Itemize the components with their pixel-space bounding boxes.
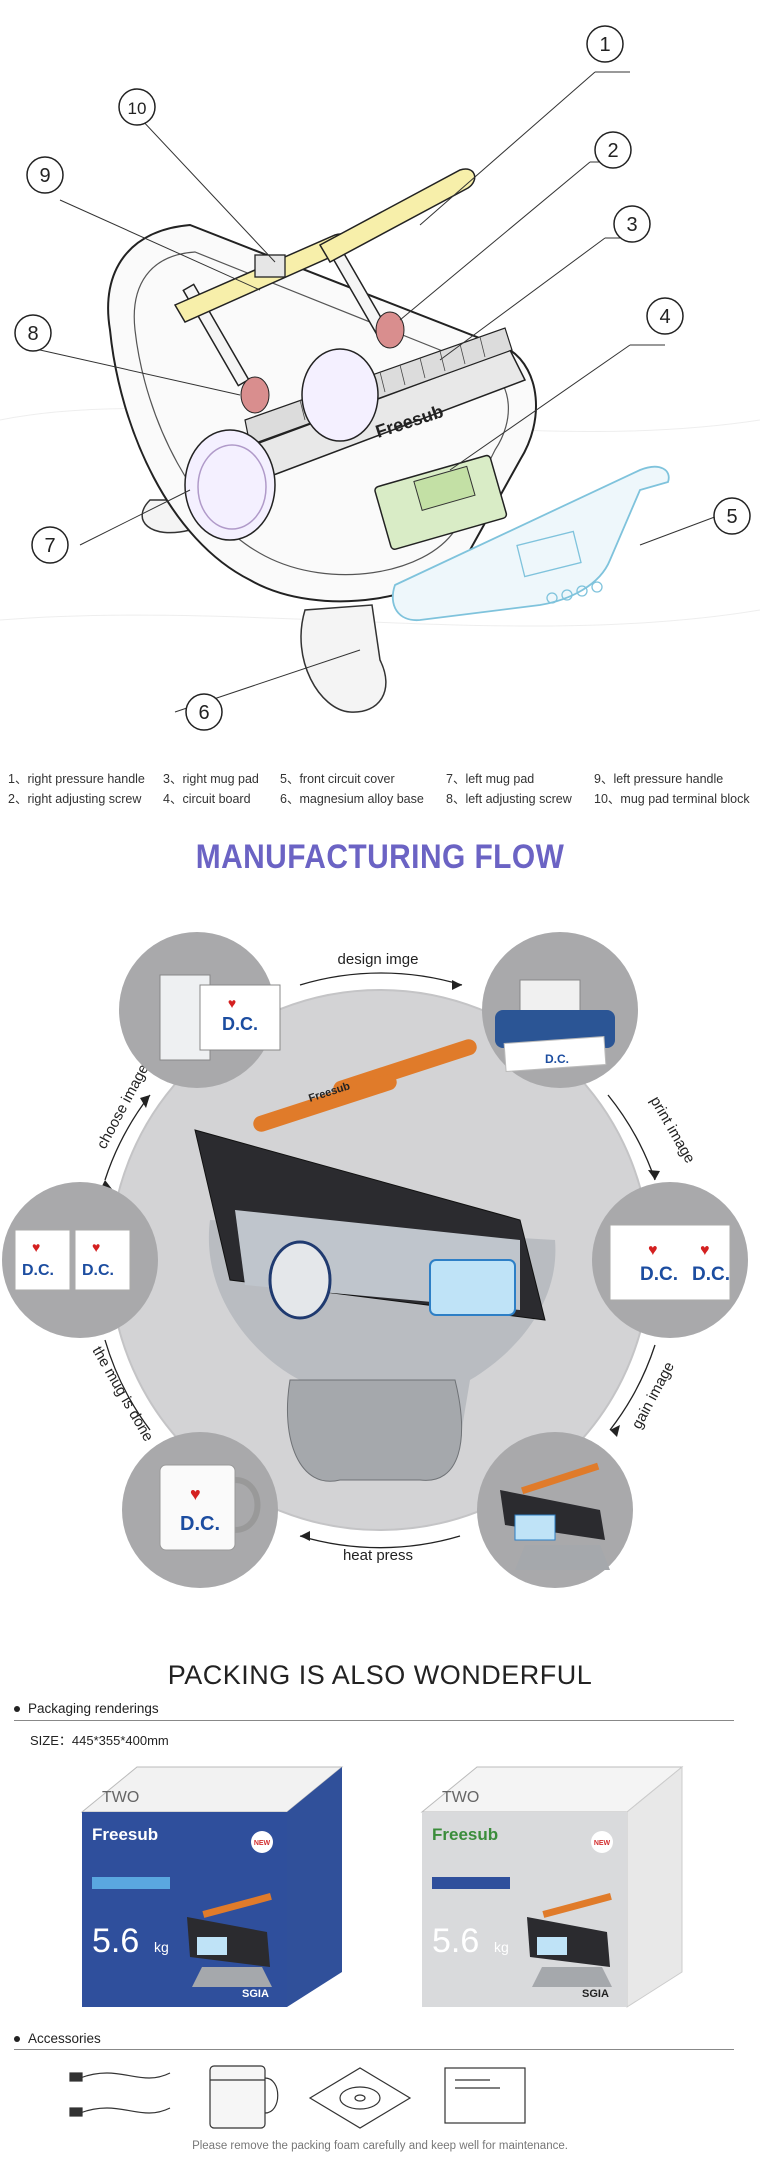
part-label-5: 5、front circuit cover bbox=[280, 772, 395, 786]
callout-circle-3 bbox=[613, 205, 651, 243]
silver-box-brand: Freesub bbox=[432, 1825, 498, 1844]
right-pressure-handle bbox=[318, 168, 476, 264]
svg-text:NEW: NEW bbox=[594, 1840, 611, 1847]
right-adjusting-screw bbox=[375, 311, 405, 349]
callout-2: 2 bbox=[607, 140, 618, 162]
bullet-dot bbox=[14, 1706, 20, 1713]
callout-6: 6 bbox=[198, 702, 209, 724]
parts-legend: 1、right pressure handle 3、right mug pad … bbox=[8, 768, 752, 808]
manual-icon bbox=[444, 2067, 526, 2124]
front-circuit-cover bbox=[391, 465, 670, 621]
svg-text:D.C.: D.C. bbox=[22, 1262, 54, 1279]
computer-icon: D.C. ♥ bbox=[159, 974, 281, 1061]
callout-5: 5 bbox=[726, 506, 737, 528]
step-label-gain: gain image bbox=[629, 1359, 678, 1432]
box-size-label: SIZE：445*355*400mm bbox=[30, 1733, 169, 1748]
artwork-sheets-icon: D.C. D.C. ♥ ♥ bbox=[14, 1229, 131, 1291]
silver-box-weight: 5.6 bbox=[432, 1922, 479, 1960]
mini-machine-icon bbox=[500, 1462, 610, 1570]
machine-line-drawing: Freesub bbox=[0, 25, 760, 731]
svg-text:D.C.: D.C. bbox=[222, 1014, 258, 1034]
callout-4: 4 bbox=[659, 306, 670, 328]
box-weight: 5.6 bbox=[92, 1922, 139, 1960]
callout-10: 10 bbox=[128, 99, 147, 118]
callout-circle-6 bbox=[185, 693, 223, 731]
power-cable-icon bbox=[69, 2072, 171, 2117]
step-label-print: print image bbox=[647, 1094, 699, 1167]
printed-sheets-icon: D.C. D.C. ♥ ♥ bbox=[609, 1224, 731, 1301]
step-label-heat: heat press bbox=[343, 1547, 413, 1564]
svg-text:D.C.: D.C. bbox=[545, 1052, 569, 1066]
exploded-diagram: Freesub bbox=[0, 0, 760, 820]
svg-text:♥: ♥ bbox=[32, 1239, 40, 1255]
callout-circle-7 bbox=[31, 526, 69, 564]
box-brand: Freesub bbox=[92, 1825, 158, 1844]
callout-circle-9 bbox=[26, 156, 64, 194]
svg-text:♥: ♥ bbox=[92, 1239, 100, 1255]
cd-icon bbox=[308, 2067, 412, 2129]
callout-9: 9 bbox=[39, 165, 50, 187]
part-label-6: 6、magnesium alloy base bbox=[280, 792, 424, 806]
callout-3: 3 bbox=[626, 214, 637, 236]
manufacturing-flow-title: MANUFACTURING FLOW bbox=[195, 838, 565, 876]
svg-text:kg: kg bbox=[154, 1939, 169, 1955]
silver-box-rendering: TWO Freesub 5.6 kg NEW SGIA bbox=[412, 1752, 692, 2022]
section-divider bbox=[14, 1720, 734, 1721]
mug-pad-terminal-block bbox=[254, 254, 286, 278]
finished-mug-icon: D.C. ♥ bbox=[159, 1464, 261, 1551]
left-adjusting-screw bbox=[240, 376, 270, 414]
part-label-1: 1、right pressure handle bbox=[8, 772, 145, 786]
svg-text:♥: ♥ bbox=[228, 995, 236, 1011]
callout-circle-1 bbox=[586, 25, 624, 63]
callout-circle-10 bbox=[118, 88, 156, 126]
part-label-10: 10、mug pad terminal block bbox=[594, 792, 750, 806]
base-foot bbox=[300, 604, 387, 713]
svg-text:SGIA: SGIA bbox=[582, 1988, 609, 2000]
callout-circle-2 bbox=[594, 131, 632, 169]
svg-text:♥: ♥ bbox=[190, 1484, 201, 1504]
svg-text:NEW: NEW bbox=[254, 1840, 271, 1847]
part-label-2: 2、right adjusting screw bbox=[8, 792, 142, 806]
mug-wrap-icon bbox=[209, 2065, 279, 2129]
svg-text:D.C.: D.C. bbox=[82, 1262, 114, 1279]
part-label-3: 3、right mug pad bbox=[163, 772, 259, 786]
right-mug-pad bbox=[301, 348, 379, 442]
svg-text:♥: ♥ bbox=[648, 1242, 658, 1259]
step-label-design: design imge bbox=[338, 951, 419, 968]
maintenance-footnote: Please remove the packing foam carefully… bbox=[192, 2140, 568, 2152]
callout-circle-8 bbox=[14, 314, 52, 352]
part-label-7: 7、left mug pad bbox=[446, 772, 535, 786]
flow-machine-image: Freesub bbox=[194, 1039, 556, 1482]
svg-text:kg: kg bbox=[494, 1939, 509, 1955]
manufacturing-flow-diagram: design imge print image gain image heat … bbox=[0, 880, 760, 1640]
svg-text:SGIA: SGIA bbox=[242, 1988, 269, 2000]
bullet-dot bbox=[14, 2036, 20, 2043]
printer-icon: D.C. bbox=[495, 979, 615, 1072]
accessories-row bbox=[60, 2058, 700, 2134]
callout-circle-5 bbox=[713, 497, 751, 535]
accessories-heading: Accessories bbox=[14, 2031, 101, 2046]
svg-text:D.C.: D.C. bbox=[692, 1264, 730, 1285]
callout-circle-4 bbox=[646, 297, 684, 335]
blue-box-rendering: TWO Freesub 5.6 kg NEW SGIA bbox=[72, 1752, 352, 2022]
svg-text:TWO: TWO bbox=[102, 1789, 139, 1806]
svg-text:D.C.: D.C. bbox=[640, 1264, 678, 1285]
section-divider bbox=[14, 2049, 734, 2050]
callout-1: 1 bbox=[599, 34, 610, 56]
part-label-4: 4、circuit board bbox=[163, 792, 251, 806]
packing-title: PACKING IS ALSO WONDERFUL bbox=[167, 1660, 593, 1690]
svg-text:D.C.: D.C. bbox=[180, 1513, 220, 1535]
callout-7: 7 bbox=[44, 535, 55, 557]
part-label-8: 8、left adjusting screw bbox=[446, 792, 572, 806]
packaging-renderings-heading: Packaging renderings bbox=[14, 1701, 159, 1716]
svg-text:TWO: TWO bbox=[442, 1789, 479, 1806]
callout-8: 8 bbox=[27, 323, 38, 345]
part-label-9: 9、left pressure handle bbox=[594, 772, 724, 786]
svg-text:♥: ♥ bbox=[700, 1242, 710, 1259]
